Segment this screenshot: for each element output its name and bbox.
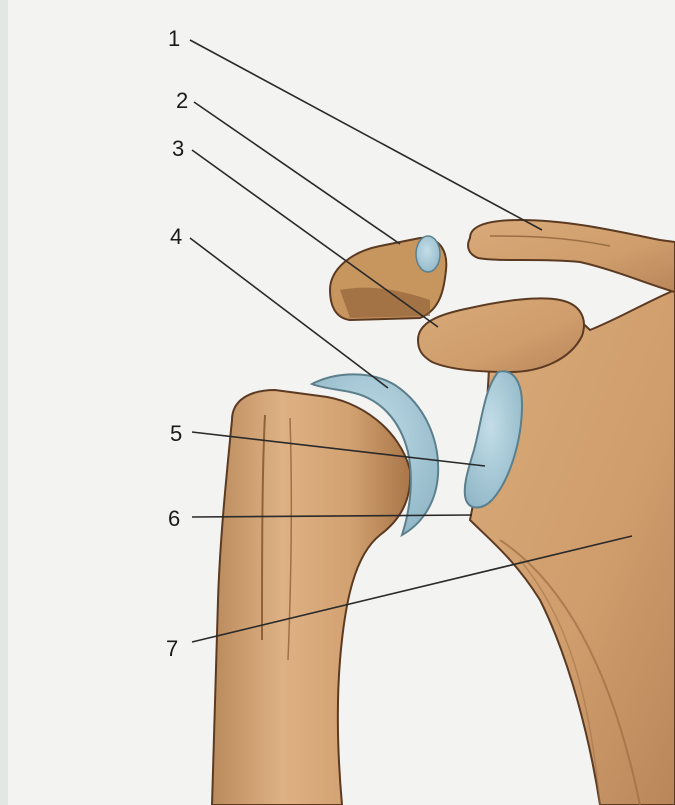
leader-line-3 (192, 150, 438, 327)
label-1: 1 (168, 26, 180, 51)
label-2: 2 (176, 88, 188, 113)
label-7: 7 (166, 636, 178, 661)
acromion (468, 220, 675, 292)
label-5: 5 (170, 421, 182, 446)
page-edge (0, 0, 8, 805)
label-3: 3 (172, 136, 184, 161)
humerus-shaft (212, 390, 410, 805)
label-6: 6 (168, 506, 180, 531)
label-4: 4 (170, 224, 182, 249)
acromioclavicular-cartilage (416, 236, 440, 272)
